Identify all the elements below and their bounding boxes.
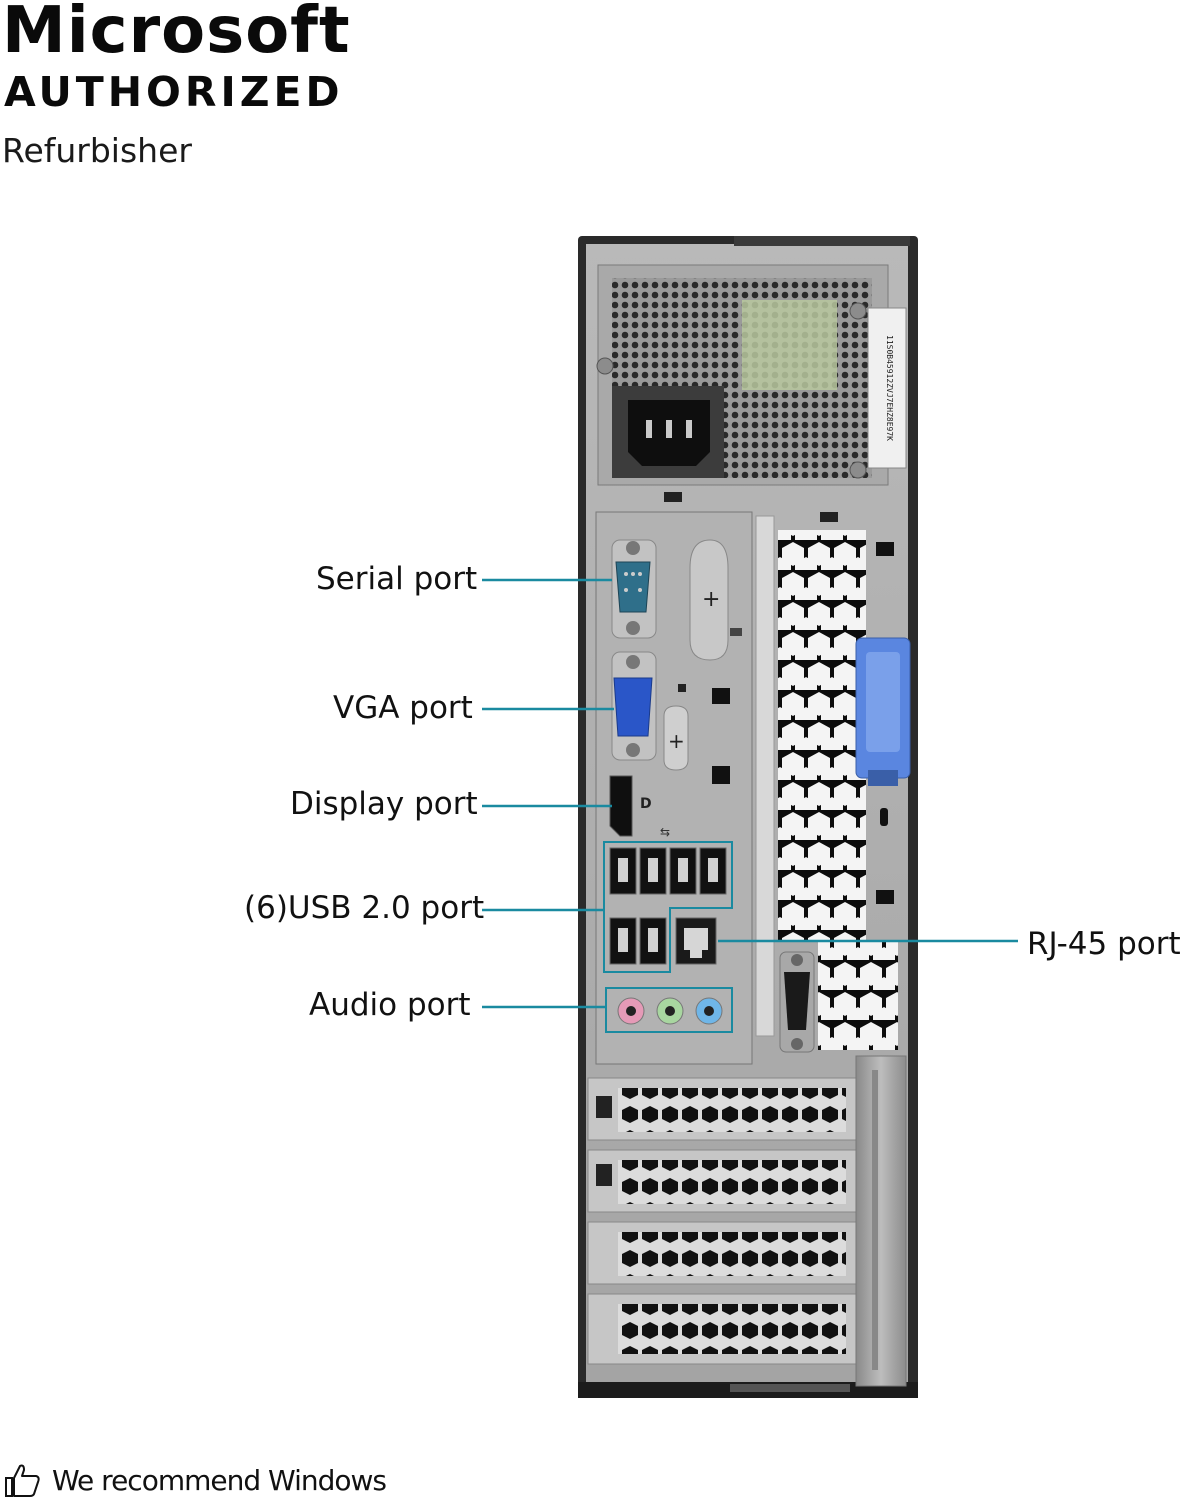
psu-screw-1 xyxy=(596,357,614,375)
footer-recommend: We recommend Windows xyxy=(0,1460,520,1500)
svg-text:D: D xyxy=(640,796,652,812)
svg-text:⇆: ⇆ xyxy=(660,825,670,839)
callout-lines xyxy=(482,578,1018,1009)
thumbs-up-icon xyxy=(5,1464,40,1497)
callout-vga-port: VGA port xyxy=(333,690,473,726)
callout-usb-port: (6)USB 2.0 port xyxy=(244,890,485,926)
svg-text:+: + xyxy=(668,729,685,753)
brand-microsoft: Microsoft xyxy=(2,0,351,68)
serial-label xyxy=(867,307,907,469)
callout-display-port: Display port xyxy=(290,786,478,822)
brand-authorized: AUTHORIZED xyxy=(4,68,344,116)
usb-ports xyxy=(609,847,727,965)
serial-port-2 xyxy=(784,972,810,1030)
serial-port xyxy=(615,561,651,613)
footer-text: We recommend Windows xyxy=(52,1464,387,1497)
callout-serial-port: Serial port xyxy=(316,561,478,597)
brand-refurbisher: Refurbisher xyxy=(2,131,192,170)
psu-screw-2 xyxy=(849,302,867,320)
vent-grid xyxy=(778,530,866,940)
audio-highlight xyxy=(605,987,733,1033)
expansion-slots xyxy=(587,1055,907,1387)
callout-rj45-port: RJ-45 port xyxy=(1027,926,1181,962)
svg-text:+: + xyxy=(702,587,720,612)
callout-audio-port: Audio port xyxy=(309,987,471,1023)
display-port xyxy=(609,775,633,837)
vga-port xyxy=(613,677,653,737)
serial-label-text: 11S0B45912ZVJ7EHZ8E97K xyxy=(885,335,894,441)
usb-highlight xyxy=(603,841,733,973)
